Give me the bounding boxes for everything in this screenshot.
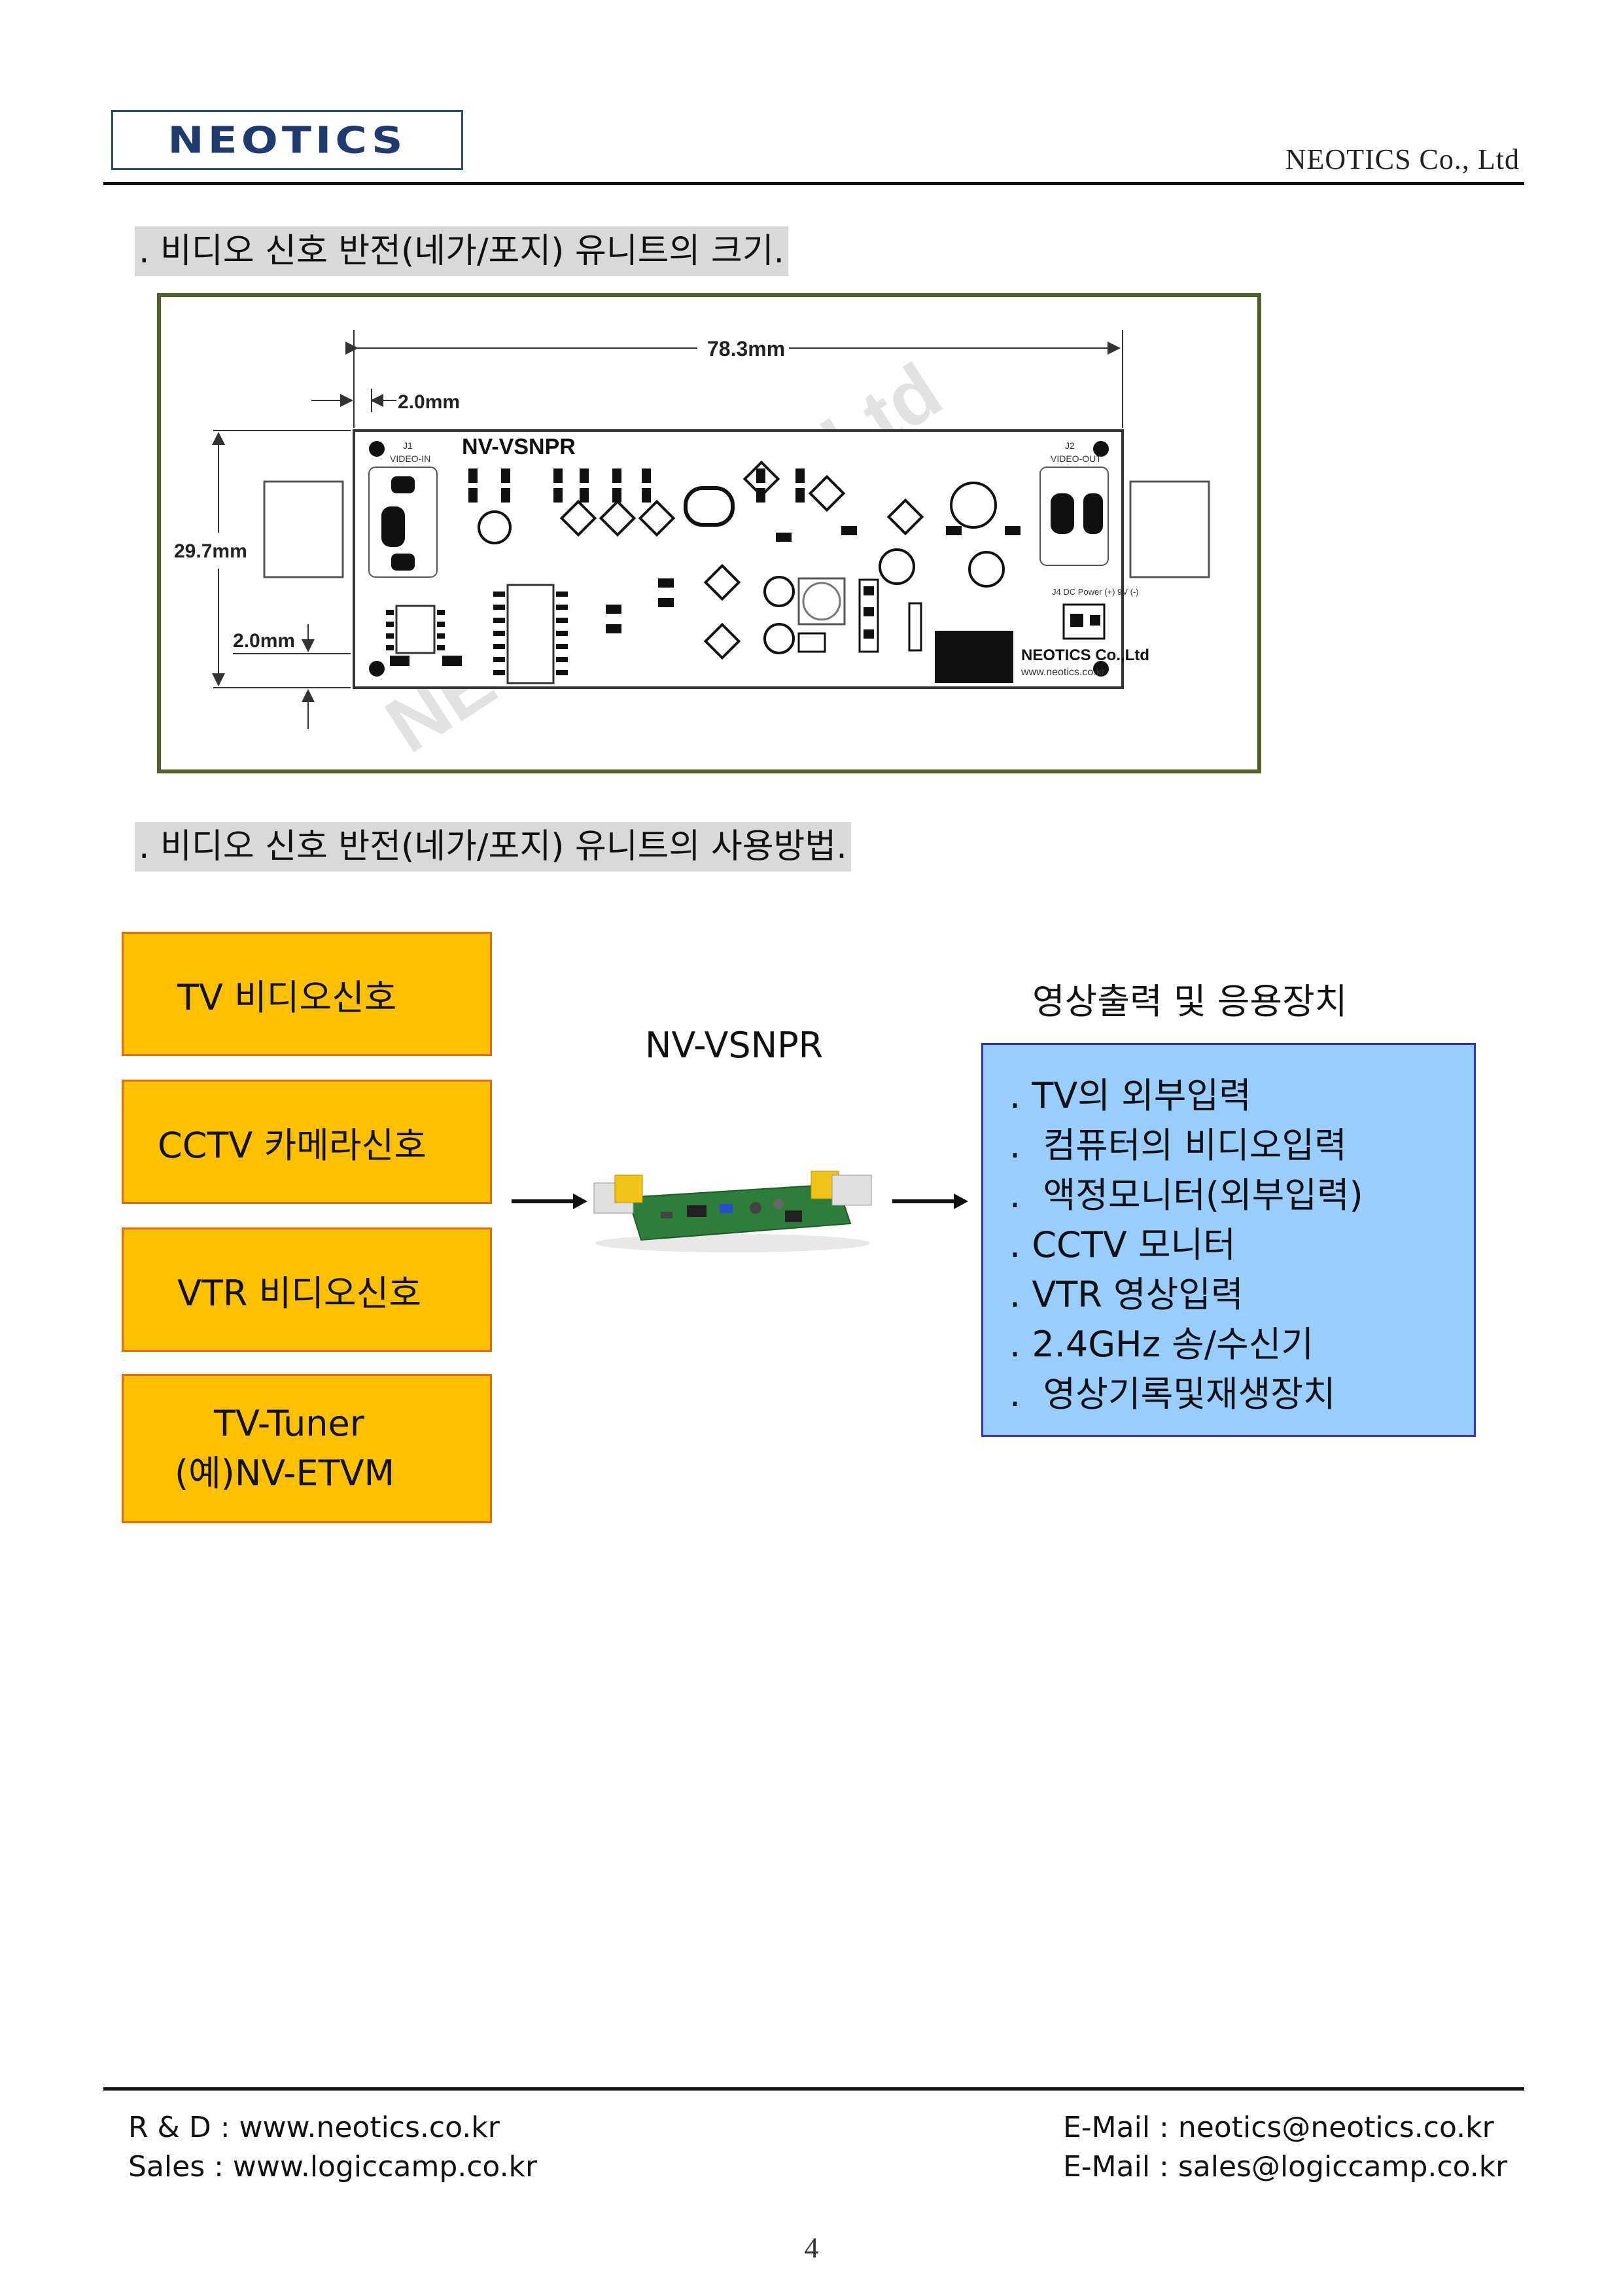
variable-resistor [797,577,846,626]
footer-sales: Sales : www.logiccamp.co.kr [128,2150,538,2183]
j1-pad-bottom [391,554,415,571]
j2-label: J2 [1065,440,1075,451]
dim-width-label: 78.3mm [707,337,785,361]
board-name: NV-VSNPR [462,434,576,459]
electrolytic-capacitors [478,482,1005,654]
output-item: . 액정모니터(외부입력) [1009,1174,1363,1216]
power-label: J4 DC Power (+) 9V (-) [1052,587,1139,597]
output-item: . VTR 영상입력 [1009,1274,1244,1315]
mount-hole-tl [369,441,385,457]
source-tv-signal: TV 비디오신호 [122,932,492,1056]
j1-pad-center [381,506,405,547]
output-title: 영상출력 및 응용장치 [1032,981,1348,1022]
voltage-regulator [935,631,1013,683]
product-board-image [589,1152,877,1256]
j2-footprint [1039,467,1109,566]
footer-rd: R & D : www.neotics.co.kr [128,2111,500,2144]
output-item: . TV의 외부입력 [1009,1075,1251,1116]
mount-hole-tr [1093,441,1109,457]
output-devices-box: . TV의 외부입력 . 컴퓨터의 비디오입력 . 액정모니터(외부입력) . … [981,1043,1476,1437]
arrow-right-icon [892,1193,968,1209]
footer-rule [103,2087,1524,2091]
pcb-website-text: www.neotics.co.kr [1021,667,1106,678]
source-vtr-signal: VTR 비디오신호 [122,1227,492,1352]
source-tv-signal-label: TV 비디오신호 [177,976,397,1018]
power-connector [1062,603,1106,640]
j1-sub-label: VIDEO-IN [390,453,430,464]
source-cctv-signal-label: CCTV 카메라신호 [158,1124,427,1166]
neotics-logo: NEOTICS [111,110,463,170]
j2-sub-label: VIDEO-OUT [1051,453,1102,464]
arrow-right-icon [512,1193,587,1209]
output-item: . 2.4GHz 송/수신기 [1009,1324,1314,1365]
source-vtr-signal-label: VTR 비디오신호 [177,1272,422,1314]
j2-pad-left [1051,493,1074,534]
j1-footprint [368,467,438,578]
ic-u4 [395,605,436,654]
pin-header [858,578,879,653]
mount-hole-br [1093,661,1109,677]
source-tv-tuner-example: (예)NV-ETVM [175,1453,395,1494]
dim-height-label: 29.7mm [174,540,247,562]
page-number: 4 [804,2232,819,2264]
section-title-size: . 비디오 신호 반전(네가/포지) 유니트의 크기. [135,226,789,276]
output-item: . 컴퓨터의 비디오입력 [1009,1125,1347,1166]
j2-pad-right [1083,493,1103,534]
header-rule [103,182,1524,185]
dim-margin-top-label: 2.0mm [398,391,460,413]
ic-u3 [506,584,555,684]
logo-text: NEOTICS [167,118,407,162]
pcb-maker-text: NEOTICS Co.,Ltd [1021,646,1149,664]
smd-misc [390,526,1021,666]
footer-email-sales: E-Mail : sales@logiccamp.co.kr [1063,2150,1508,2183]
right-connector-barrel [1129,480,1210,578]
smd-pads-top-row [468,468,805,503]
footer-email-rd: E-Mail : neotics@neotics.co.kr [1063,2111,1494,2144]
source-tv-tuner-label: TV-Tuner [214,1403,364,1444]
dim-margin-bottom-label: 2.0mm [233,630,295,652]
source-cctv-signal: CCTV 카메라신호 [122,1080,492,1204]
pcb-dimension-drawing: NEOTICS Co.,Ltd 78.3mm 2.0mm 29.7mm 2.0m… [157,293,1261,773]
mount-hole-bl [369,661,385,677]
left-connector-barrel [263,480,344,578]
section-title-usage: . 비디오 신호 반전(네가/포지) 유니트의 사용방법. [135,822,851,872]
inductor-l1 [684,486,735,527]
transistors [559,460,924,660]
company-name: NEOTICS Co., Ltd [1285,143,1520,175]
output-item: . 영상기록및재생장치 [1009,1373,1336,1415]
j1-pad-top [391,476,415,493]
output-item: . CCTV 모니터 [1009,1224,1236,1265]
device-label: NV-VSNPR [645,1025,824,1066]
j1-label: J1 [403,440,413,451]
source-tv-tuner: TV-Tuner (예)NV-ETVM [122,1374,492,1523]
